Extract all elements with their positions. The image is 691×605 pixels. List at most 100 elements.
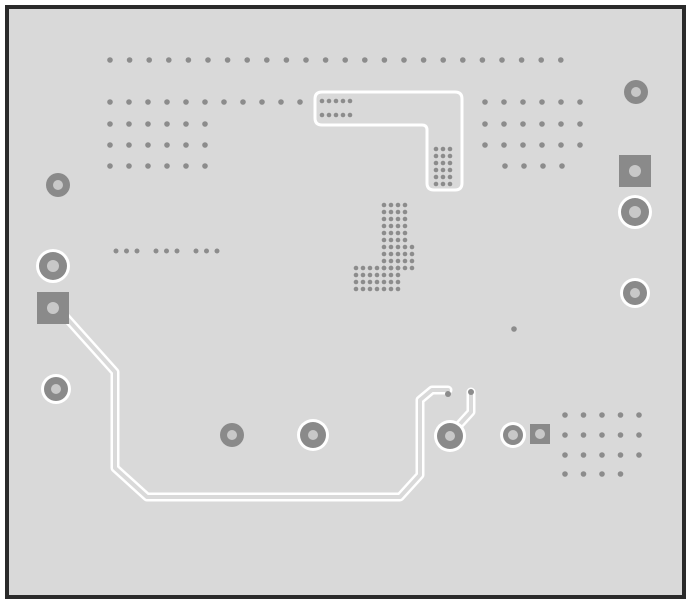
via: [214, 248, 220, 254]
via: [617, 471, 624, 477]
round-pad: [41, 374, 71, 404]
via: [202, 121, 208, 127]
via: [107, 57, 113, 63]
via: [126, 57, 133, 63]
via: [174, 248, 180, 254]
via: [433, 146, 439, 152]
via: [381, 286, 387, 292]
via: [577, 142, 583, 148]
via: [562, 452, 568, 458]
via: [388, 223, 394, 229]
via: [202, 163, 208, 169]
via: [381, 57, 388, 63]
via: [303, 57, 309, 63]
via: [353, 265, 359, 271]
via: [353, 279, 359, 285]
via: [577, 121, 583, 127]
via: [126, 163, 132, 169]
via: [388, 272, 394, 278]
via: [402, 251, 408, 257]
via: [264, 57, 270, 63]
via: [433, 153, 439, 159]
via: [202, 142, 208, 148]
via: [126, 121, 132, 127]
via: [402, 265, 408, 271]
via: [145, 99, 151, 105]
via: [319, 98, 325, 104]
via: [440, 57, 447, 63]
via: [322, 57, 329, 63]
via: [636, 412, 642, 418]
via: [395, 209, 401, 215]
via: [388, 251, 394, 257]
via: [502, 163, 508, 169]
via: [395, 223, 401, 229]
via: [183, 163, 189, 169]
via: [558, 142, 564, 148]
via: [374, 265, 380, 271]
via: [374, 272, 380, 278]
via: [360, 286, 366, 292]
via: [145, 121, 151, 127]
via: [420, 57, 427, 63]
via: [501, 142, 507, 148]
via: [562, 471, 568, 477]
via: [447, 153, 453, 159]
via: [395, 237, 401, 243]
via: [501, 121, 507, 127]
via: [164, 121, 170, 127]
via: [367, 265, 373, 271]
via: [381, 223, 387, 229]
via: [402, 244, 408, 250]
round-pad: [46, 173, 70, 197]
via: [395, 230, 401, 236]
via: [367, 272, 373, 278]
via: [433, 160, 439, 166]
via: [402, 237, 408, 243]
round-pad: [297, 419, 329, 451]
via: [520, 121, 526, 127]
via: [440, 181, 446, 187]
via: [395, 286, 401, 292]
via: [381, 265, 387, 271]
via: [580, 432, 587, 438]
via: [388, 230, 394, 236]
via: [153, 248, 159, 254]
via: [636, 452, 642, 458]
via: [145, 142, 151, 148]
via: [183, 142, 189, 148]
via: [381, 258, 387, 264]
via: [433, 181, 439, 187]
via-array: [107, 57, 642, 477]
via: [402, 230, 408, 236]
via: [395, 202, 401, 208]
through-hole-pads: [36, 80, 652, 452]
via: [347, 98, 353, 104]
via: [599, 471, 605, 477]
via: [433, 174, 439, 180]
via: [319, 112, 325, 118]
via: [107, 142, 113, 148]
via: [636, 432, 642, 438]
via: [402, 216, 408, 222]
via: [374, 279, 380, 285]
via: [126, 99, 132, 105]
via: [240, 99, 246, 105]
via: [388, 279, 394, 285]
square-pad: [37, 292, 69, 324]
via: [221, 99, 227, 105]
via: [126, 142, 132, 148]
via: [395, 244, 401, 250]
via: [501, 99, 507, 105]
round-pad: [220, 423, 244, 447]
via: [447, 160, 453, 166]
via: [381, 279, 387, 285]
via: [511, 326, 517, 332]
via: [447, 181, 453, 187]
via: [360, 279, 366, 285]
via: [297, 99, 303, 105]
via: [440, 174, 446, 180]
via: [185, 57, 192, 63]
via: [520, 99, 526, 105]
via: [538, 57, 544, 63]
